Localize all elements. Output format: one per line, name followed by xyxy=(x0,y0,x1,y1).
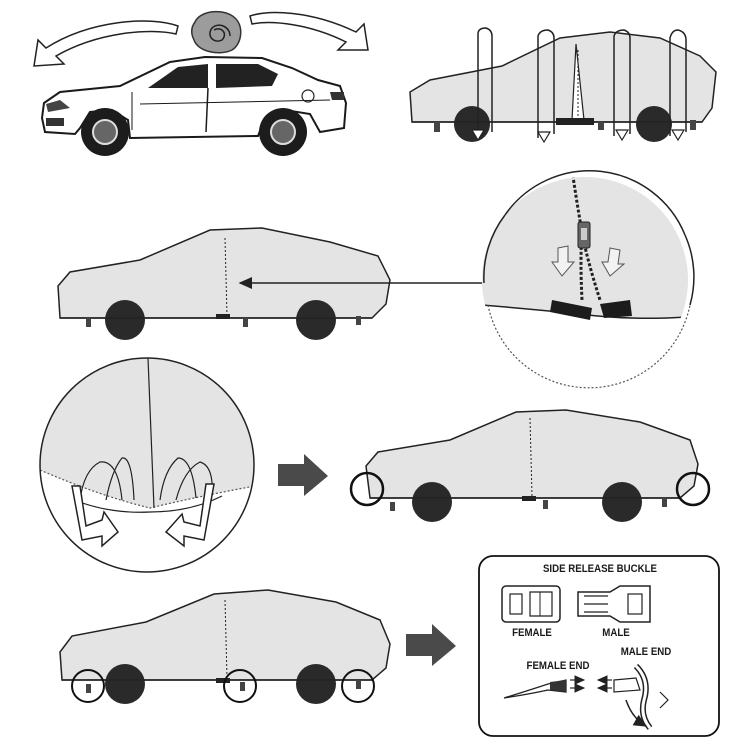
pull-arrow-icon xyxy=(164,483,215,548)
buckle-panel-frame xyxy=(478,555,720,737)
male-end-label: MALE END xyxy=(620,646,672,658)
down-arrow-icon xyxy=(601,247,626,277)
car-rear-window xyxy=(216,64,278,88)
step-1-uncovered-car xyxy=(33,10,369,156)
hem-highlight-circle xyxy=(349,471,385,507)
down-arrow-icon xyxy=(551,245,576,277)
buckle-panel-title: SIDE RELEASE BUCKLE xyxy=(542,563,658,575)
buckle-highlight-circle xyxy=(341,669,375,703)
male-buckle-icon xyxy=(577,585,651,623)
step-4-elastic-hem xyxy=(39,357,711,573)
buckle-panel xyxy=(478,555,720,737)
rolled-cover-icon xyxy=(191,10,242,54)
car-cover xyxy=(57,227,391,319)
female-buckle-icon xyxy=(501,585,561,623)
female-label: FEMALE xyxy=(512,627,552,639)
car-front-window xyxy=(148,64,208,88)
curved-arrow-icon xyxy=(33,20,179,67)
female-end-icon xyxy=(503,675,586,699)
pull-arrow-icon xyxy=(71,485,120,548)
cover-anchor xyxy=(434,120,696,132)
step-2-cover-draping xyxy=(409,27,717,144)
lift-arrow-icon xyxy=(477,27,687,138)
female-end-label: FEMALE END xyxy=(526,660,590,672)
step-3-zipper xyxy=(57,170,695,389)
block-arrow-icon xyxy=(406,624,456,666)
car-cover xyxy=(409,31,717,123)
car-cover xyxy=(365,409,699,499)
zipper-zoom-circle xyxy=(482,170,695,389)
zipper-icon xyxy=(577,221,591,249)
male-label: MALE xyxy=(602,627,630,639)
buckle-highlight-circle xyxy=(223,669,257,703)
car-cover xyxy=(59,589,391,681)
curved-arrow-icon xyxy=(249,11,369,51)
hem-zoom-circle xyxy=(39,357,255,573)
buckle-highlight-circle xyxy=(71,669,105,703)
step-5-buckles xyxy=(59,589,456,704)
hem-highlight-circle xyxy=(675,471,711,507)
male-end-icon xyxy=(596,663,669,730)
block-arrow-icon xyxy=(278,454,328,496)
